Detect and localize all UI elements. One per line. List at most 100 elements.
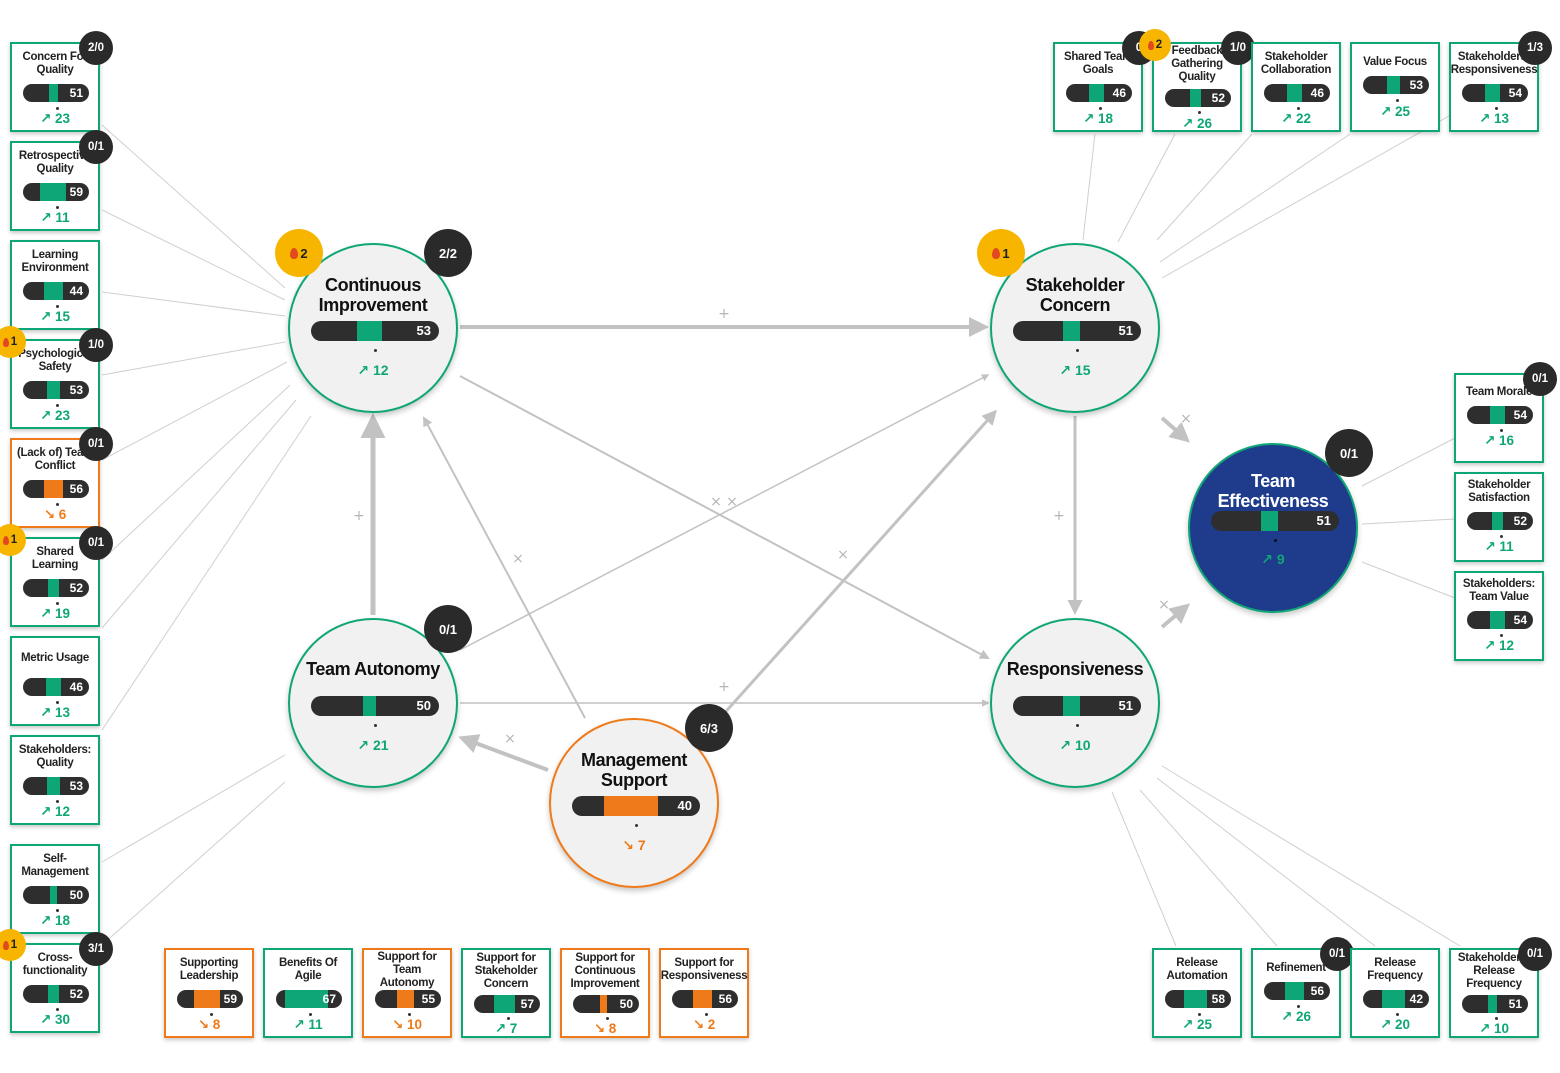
score-fill	[603, 796, 658, 816]
trend-value: 2	[707, 1017, 716, 1032]
trend: ↗ 16	[1456, 433, 1542, 449]
factor-psychological-safety[interactable]: Psychological Safety 53 ↗ 23 1/0	[10, 328, 113, 429]
node-responsiveness[interactable]: Responsiveness 51 ↗ 10	[990, 618, 1160, 788]
trend-up-icon: ↗	[494, 1021, 507, 1036]
fire-badge[interactable]: 1	[977, 229, 1025, 277]
score-value: 46	[69, 680, 83, 694]
sign-ta-ci: +	[353, 508, 365, 524]
node-team-autonomy[interactable]: Team Autonomy 50 ↗ 21	[288, 618, 458, 788]
score-fill	[45, 678, 61, 696]
count-badge[interactable]: 2/2	[424, 229, 472, 277]
factor-shared-learning[interactable]: Shared Learning 52 ↗ 19 0/1	[10, 526, 113, 627]
factor-retrospective-quality[interactable]: Retrospective Quality 59 ↗ 11 0/1	[10, 130, 113, 231]
factor-support-for-responsiveness[interactable]: Support for Responsiveness 56 ↘ 2	[659, 948, 749, 1038]
score-value: 56	[718, 992, 732, 1006]
factor-stakeholders-team-value[interactable]: Stakeholders: Team Value 54 ↗ 12	[1454, 571, 1544, 661]
count-badge[interactable]: 1/0	[79, 328, 113, 362]
trend: ↗ 25	[1154, 1017, 1240, 1033]
node-management-support[interactable]: Management Support 40 ↘ 7	[549, 718, 719, 888]
score-bar: 52	[1165, 89, 1231, 107]
score-fill	[1386, 76, 1400, 94]
factor-lack-of-team-conflict[interactable]: (Lack of) Team Conflict 56 ↘ 6 0/1	[10, 427, 113, 528]
fire-icon	[1147, 40, 1154, 50]
score-fill	[40, 183, 67, 201]
dot-separator	[374, 349, 377, 352]
trend-value: 13	[1494, 111, 1510, 126]
sign-ms-ci: ×	[512, 551, 524, 567]
score-value: 46	[1112, 86, 1126, 100]
factor-title: Stakeholders: Release Frequency	[1457, 951, 1531, 990]
dot-separator	[56, 1008, 59, 1011]
factor-release-automation[interactable]: Release Automation 58 ↗ 25	[1152, 948, 1242, 1038]
factor-benefits-of-agile[interactable]: Benefits Of Agile 67 ↗ 11	[263, 948, 353, 1038]
node-title: Team Autonomy	[306, 659, 440, 679]
factor-concern-for-quality[interactable]: Concern For Quality 51 ↗ 23 2/0	[10, 31, 113, 132]
factor-support-for-stakeholder-concern[interactable]: Support for Stakeholder Concern 57 ↗ 7	[461, 948, 551, 1038]
node-stakeholder-concern[interactable]: Stakeholder Concern 51 ↗ 15	[990, 243, 1160, 413]
factor-supporting-leadership[interactable]: Supporting Leadership 59 ↘ 8	[164, 948, 254, 1038]
factor-self-management[interactable]: Self-Management 50 ↗ 18	[10, 844, 100, 934]
factor-team-morale[interactable]: Team Morale 54 ↗ 16 0/1	[1454, 362, 1557, 463]
factor-title: Concern For Quality	[22, 51, 88, 76]
fire-badge[interactable]: 2	[1139, 29, 1171, 61]
factor-cross-functionality[interactable]: Cross-functionality 52 ↗ 30 3/1	[10, 932, 113, 1033]
factor-stakeholder-collaboration[interactable]: Stakeholder Collaboration 46 ↗ 22	[1251, 42, 1341, 132]
dot-separator	[1297, 107, 1300, 110]
factor-support-for-continuous-improvement[interactable]: Support for Continuous Improvement 50 ↘ …	[560, 948, 650, 1038]
factor-metric-usage[interactable]: Metric Usage 46 ↗ 13	[10, 636, 100, 726]
factor-value-focus[interactable]: Value Focus 53 ↗ 25	[1350, 42, 1440, 132]
count-badge[interactable]: 0/1	[1320, 937, 1354, 971]
factor-refinement[interactable]: Refinement 56 ↗ 26 0/1	[1251, 937, 1354, 1038]
count-badge[interactable]: 1/3	[1518, 31, 1552, 65]
score-bar: 46	[23, 678, 89, 696]
factor-stakeholders-responsiveness[interactable]: Stakeholders: Responsiveness 54 ↗ 13 1/3	[1449, 31, 1552, 132]
score-value: 57	[520, 997, 534, 1011]
count-badge[interactable]: 0/1	[1325, 429, 1373, 477]
dot-separator	[56, 503, 59, 506]
factor-release-frequency[interactable]: Release Frequency 42 ↗ 20	[1350, 948, 1440, 1038]
factor-title: Retrospective Quality	[18, 150, 92, 175]
count-badge[interactable]: 0/1	[424, 605, 472, 653]
score-value: 40	[677, 798, 692, 813]
factor-title: Shared Learning	[31, 546, 79, 571]
factor-stakeholder-satisfaction[interactable]: Stakeholder Satisfaction 52 ↗ 11	[1454, 472, 1544, 562]
score-bar: 56	[1264, 982, 1330, 1000]
count-badge[interactable]: 0/1	[79, 130, 113, 164]
trend: ↗ 7	[463, 1021, 549, 1037]
node-team-effectiveness[interactable]: Team Effectiveness 51 ↗ 9	[1188, 443, 1358, 613]
fire-badge[interactable]: 1	[0, 524, 26, 556]
count-badge[interactable]: 2/0	[79, 31, 113, 65]
trend-value: 16	[1499, 433, 1515, 448]
factor-shared-team-goals[interactable]: Shared Team Goals 46 ↗ 18 0	[1053, 31, 1156, 132]
factor-learning-environment[interactable]: Learning Environment 44 ↗ 15	[10, 240, 100, 330]
score-fill	[1487, 995, 1497, 1013]
score-value: 56	[1310, 984, 1324, 998]
dot-separator	[1274, 539, 1277, 542]
count-badge[interactable]: 6/3	[685, 704, 733, 752]
score-bar: 56	[672, 990, 738, 1008]
node-title: Team Effectiveness	[1217, 471, 1329, 511]
factor-support-for-team-autonomy[interactable]: Support for Team Autonomy 55 ↘ 10	[362, 948, 452, 1038]
count-badge[interactable]: 0/1	[79, 427, 113, 461]
fire-badge[interactable]: 1	[0, 326, 26, 358]
count-badge[interactable]: 3/1	[79, 932, 113, 966]
trend-value: 8	[608, 1021, 617, 1036]
count-badge[interactable]: 1/0	[1221, 31, 1255, 65]
factor-stakeholders-quality[interactable]: Stakeholders: Quality 53 ↗ 12	[10, 735, 100, 825]
factor-title: Stakeholders: Responsiveness	[1450, 51, 1538, 76]
factor-feedback-gathering-quality[interactable]: Feedback Gathering Quality 52 ↗ 26 1/0	[1152, 31, 1255, 132]
factor-stakeholders-release-frequency[interactable]: Stakeholders: Release Frequency 51 ↗ 10 …	[1449, 937, 1552, 1038]
count-badge[interactable]: 0/1	[1518, 937, 1552, 971]
score-bar: 51	[1013, 696, 1141, 716]
factor-title: Release Frequency	[1367, 957, 1423, 982]
trend: ↗ 30	[12, 1012, 98, 1028]
dot-separator	[374, 724, 377, 727]
fire-badge[interactable]: 2	[275, 229, 323, 277]
fire-badge[interactable]: 1	[0, 929, 26, 961]
dot-separator	[56, 404, 59, 407]
trend-up-icon: ↗	[39, 111, 52, 126]
count-badge[interactable]: 0/1	[79, 526, 113, 560]
trend: ↘ 8	[562, 1021, 648, 1037]
count-badge[interactable]: 0/1	[1523, 362, 1557, 396]
node-continuous-improvement[interactable]: Continuous Improvement 53 ↗ 12	[288, 243, 458, 413]
